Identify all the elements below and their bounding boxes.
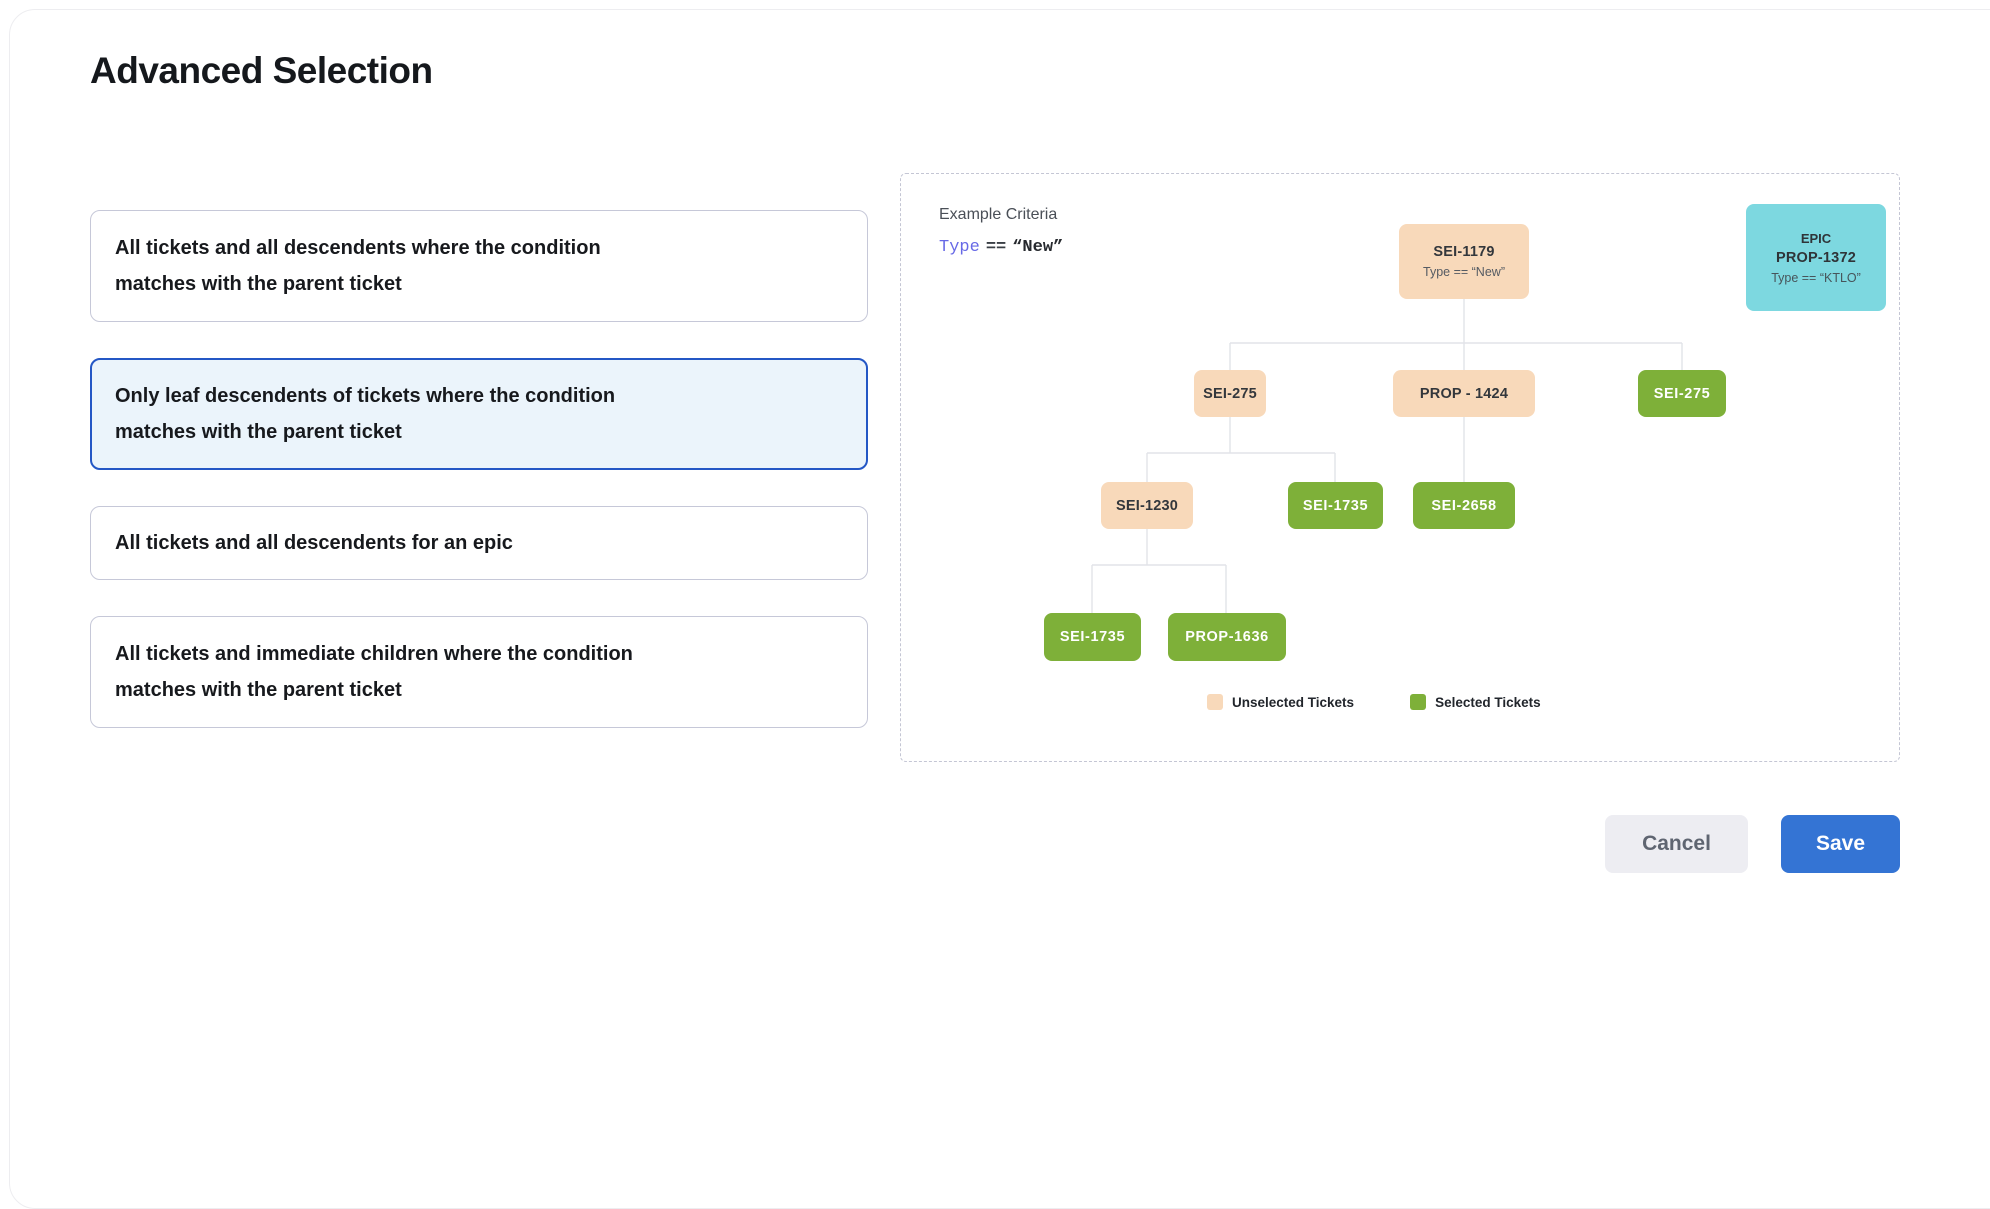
tree-node-sei-1230: SEI-1230 [1101, 482, 1193, 529]
criteria-field: Type [939, 238, 980, 257]
selected-swatch-icon [1410, 694, 1427, 710]
legend-label: Selected Tickets [1435, 694, 1541, 710]
option-all-descendents-epic[interactable]: All tickets and all descendents for an e… [90, 506, 868, 580]
node-condition: Type == “KTLO” [1771, 270, 1861, 285]
legend: Unselected Tickets Selected Tickets [1207, 694, 1541, 710]
option-all-descendents-condition[interactable]: All tickets and all descendents where th… [90, 210, 868, 322]
option-leaf-descendents-condition[interactable]: Only leaf descendents of tickets where t… [90, 358, 868, 470]
node-label: PROP - 1424 [1419, 385, 1509, 402]
cancel-button[interactable]: Cancel [1605, 815, 1748, 873]
tree-node-sei-275-unselected: SEI-275 [1194, 370, 1266, 417]
legend-item-selected: Selected Tickets [1410, 694, 1541, 710]
tree-node-prop-1636: PROP-1636 [1168, 613, 1286, 661]
option-label: All tickets and all descendents where th… [115, 237, 601, 295]
tree-node-epic: EPIC PROP-1372 Type == “KTLO” [1746, 204, 1886, 311]
tree-node-root: SEI-1179 Type == “New” [1399, 224, 1529, 299]
option-label: All tickets and all descendents for an e… [115, 532, 513, 554]
legend-label: Unselected Tickets [1232, 694, 1355, 710]
node-condition: Type == “New” [1423, 265, 1505, 279]
dialog-footer: Cancel Save [1605, 815, 1900, 873]
tree-node-prop-1424: PROP - 1424 [1393, 370, 1535, 417]
example-criteria-code: Type == “New” [939, 238, 1063, 257]
example-criteria-heading: Example Criteria [939, 206, 1058, 223]
node-label: PROP-1372 [1776, 249, 1856, 266]
node-label: SEI-275 [1653, 385, 1711, 402]
option-label: All tickets and immediate children where… [115, 643, 633, 701]
node-label: PROP-1636 [1185, 629, 1269, 645]
node-label: SEI-2658 [1431, 497, 1497, 514]
example-diagram-panel: Example Criteria Type == “New” SEI-1179 Ty… [900, 173, 1900, 762]
selection-options-list: All tickets and all descendents where th… [90, 210, 868, 764]
node-label: SEI-1735 [1302, 497, 1369, 514]
tree-node-sei-1735: SEI-1735 [1288, 482, 1383, 529]
criteria-value: “New” [1012, 238, 1064, 257]
option-label: Only leaf descendents of tickets where t… [115, 385, 616, 443]
page-title: Advanced Selection [90, 50, 433, 91]
node-label: SEI-1735 [1059, 629, 1126, 645]
tree-connector-lines [1091, 299, 1683, 613]
legend-item-unselected: Unselected Tickets [1207, 694, 1354, 710]
node-kind: EPIC [1800, 230, 1832, 246]
unselected-swatch-icon [1207, 694, 1223, 710]
tree-node-sei-1735-leaf: SEI-1735 [1044, 613, 1141, 661]
node-label: SEI-1179 [1433, 244, 1495, 260]
node-label: SEI-275 [1203, 385, 1257, 402]
option-immediate-children-condition[interactable]: All tickets and immediate children where… [90, 616, 868, 728]
save-button[interactable]: Save [1780, 815, 1900, 873]
node-label: SEI-1230 [1115, 497, 1179, 514]
tree-node-sei-275-selected: SEI-275 [1638, 370, 1726, 417]
criteria-operator: == [985, 238, 1007, 257]
tree-node-sei-2658: SEI-2658 [1413, 482, 1515, 529]
